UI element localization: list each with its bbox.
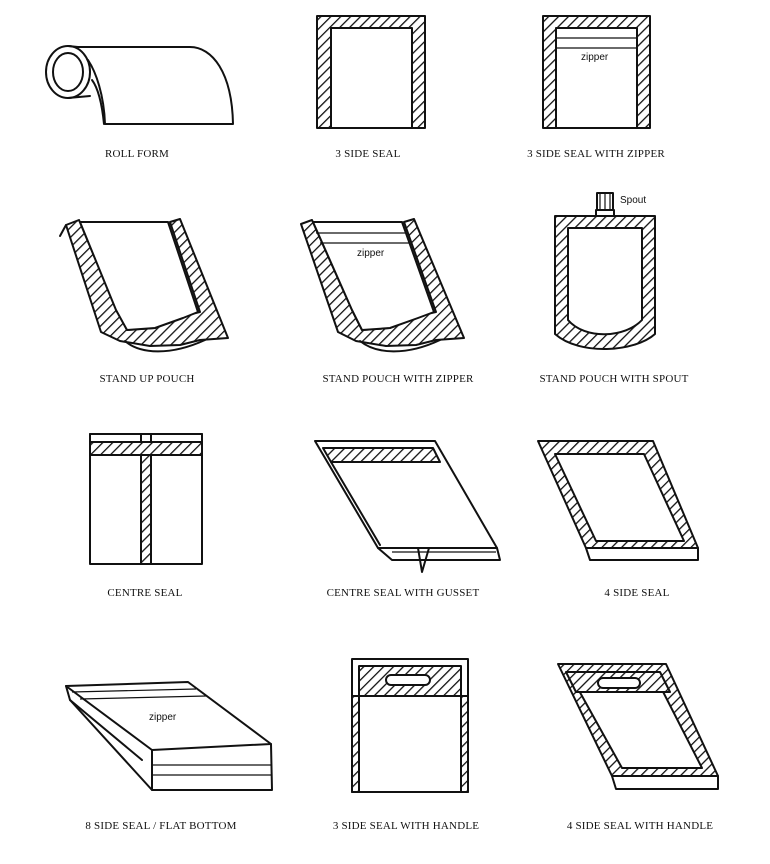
caption-stand-pouch-spout: STAND POUCH WITH SPOUT: [539, 373, 688, 385]
three-side-seal-figure: [316, 15, 426, 129]
four-side-seal-figure: [537, 440, 699, 561]
caption-centre-seal-gusset: CENTRE SEAL WITH GUSSET: [327, 587, 480, 599]
four-side-seal-handle-figure: [557, 663, 719, 790]
caption-4-side-seal: 4 SIDE SEAL: [604, 587, 669, 599]
three-side-seal-zipper-figure: zipper: [542, 15, 651, 129]
caption-roll-form: ROLL FORM: [105, 148, 169, 160]
three-side-seal-handle-figure: [351, 658, 469, 793]
centre-seal-gusset-figure: [314, 440, 501, 573]
caption-stand-up-pouch: STAND UP POUCH: [99, 373, 194, 385]
caption-3-side-seal-zipper: 3 SIDE SEAL WITH ZIPPER: [527, 148, 665, 160]
caption-centre-seal: CENTRE SEAL: [107, 587, 182, 599]
caption-3-side-seal: 3 SIDE SEAL: [335, 148, 400, 160]
stand-pouch-spout-figure: Spout: [554, 192, 656, 351]
caption-stand-pouch-zipper: STAND POUCH WITH ZIPPER: [322, 373, 474, 385]
eight-side-seal-flat-bottom-figure: zipper: [65, 681, 273, 791]
zipper-label: zipper: [357, 248, 385, 259]
stand-pouch-zipper-figure: zipper: [300, 218, 465, 353]
caption-3-side-seal-handle: 3 SIDE SEAL WITH HANDLE: [333, 820, 479, 832]
spout-label: Spout: [620, 195, 646, 206]
stand-up-pouch-figure: [59, 218, 229, 353]
caption-4-side-seal-handle: 4 SIDE SEAL WITH HANDLE: [567, 820, 713, 832]
roll-form-figure: [45, 45, 234, 125]
zipper-label: zipper: [149, 712, 177, 723]
zipper-label: zipper: [581, 52, 609, 63]
centre-seal-figure: [89, 433, 203, 565]
caption-8-side-seal: 8 SIDE SEAL / FLAT BOTTOM: [85, 820, 236, 832]
